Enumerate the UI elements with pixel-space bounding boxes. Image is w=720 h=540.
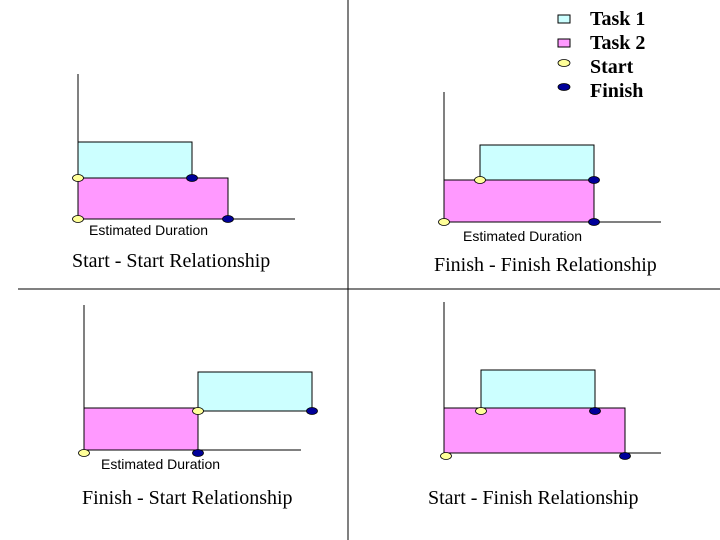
ff-duration-label: Estimated Duration (463, 228, 582, 244)
ss-task2-start-marker (72, 215, 84, 223)
quadrant-start-start: Estimated Duration Start - Start Relatio… (72, 74, 295, 272)
ss-duration-label: Estimated Duration (89, 222, 208, 238)
fs-duration-label: Estimated Duration (101, 456, 220, 472)
legend: Task 1 Task 2 Start Finish (557, 8, 645, 102)
ff-task1-start-marker (474, 176, 486, 184)
fs-task2-finish-marker (192, 449, 204, 457)
ff-task2-start-marker (438, 218, 450, 226)
fs-task1-bar (197, 371, 313, 412)
quadrant-finish-finish: Estimated Duration Finish - Finish Relat… (434, 92, 661, 276)
legend-finish-marker (557, 83, 571, 91)
sf-task1-finish-marker (589, 407, 601, 415)
ff-task1-finish-marker (588, 176, 600, 184)
ff-task2-bar (443, 179, 595, 223)
legend-task1-swatch (557, 14, 571, 24)
fs-task1-finish-marker (306, 407, 318, 415)
quadrant-finish-start: Estimated Duration Finish - Start Relati… (78, 305, 318, 509)
ff-task2-finish-marker (588, 218, 600, 226)
ff-task1-bar (479, 144, 595, 181)
ss-title: Start - Start Relationship (72, 250, 270, 272)
fs-task2-start-marker (78, 449, 90, 457)
legend-task2-label: Task 2 (590, 32, 645, 54)
sf-title: Start - Finish Relationship (428, 487, 639, 509)
legend-task1-label: Task 1 (590, 8, 645, 30)
fs-task2-bar (83, 407, 199, 451)
ss-task2-bar (77, 177, 229, 220)
ss-task1-bar (77, 141, 193, 179)
sf-task2-bar (443, 407, 626, 454)
sf-task1-bar (480, 369, 596, 409)
fs-title: Finish - Start Relationship (82, 487, 293, 509)
legend-task2-swatch (557, 38, 571, 48)
legend-start-marker (557, 59, 571, 67)
legend-finish-label: Finish (590, 80, 643, 102)
legend-start-label: Start (590, 56, 634, 78)
fs-task1-start-marker (192, 407, 204, 415)
ss-task2-finish-marker (222, 215, 234, 223)
sf-task2-start-marker (440, 452, 452, 460)
ff-title: Finish - Finish Relationship (434, 254, 657, 276)
sf-task2-finish-marker (619, 452, 631, 460)
ss-task1-start-marker (72, 174, 84, 182)
quadrant-start-finish: Start - Finish Relationship (428, 302, 661, 509)
ss-task1-finish-marker (186, 174, 198, 182)
sf-task1-start-marker (475, 407, 487, 415)
